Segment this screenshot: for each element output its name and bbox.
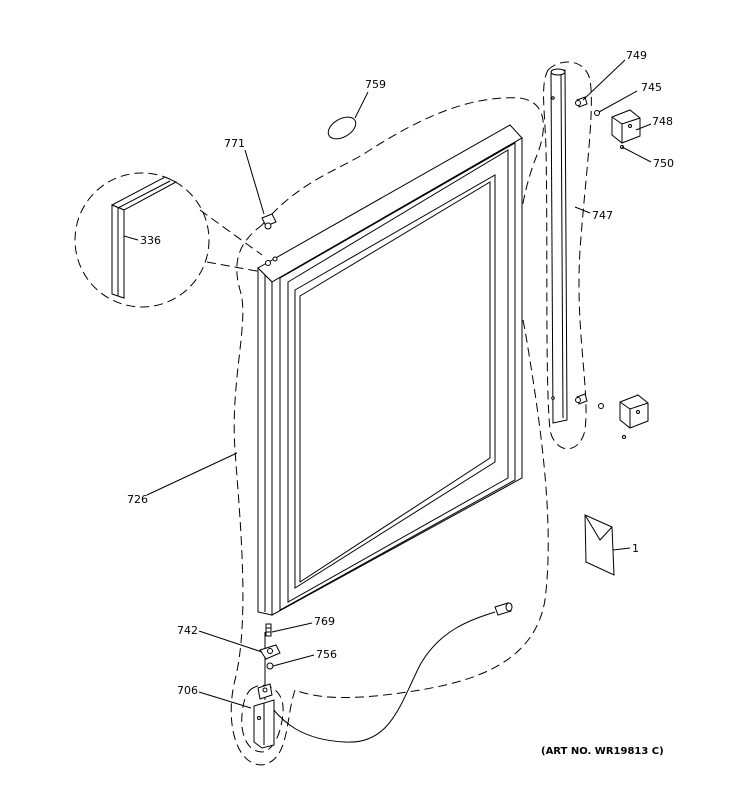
leader-742 xyxy=(198,630,263,653)
bolt-part xyxy=(261,213,277,230)
label-745: 745 xyxy=(641,81,662,94)
label-742: 742 xyxy=(177,624,198,637)
label-759: 759 xyxy=(365,78,386,91)
door-frame-part xyxy=(257,124,523,616)
cord-part xyxy=(271,611,496,743)
leader-336 xyxy=(123,235,139,241)
leader-771 xyxy=(244,149,265,215)
hinge-part-742 xyxy=(259,644,281,660)
bottom-nut-part xyxy=(598,403,604,409)
handle-assembly-boundary xyxy=(543,61,592,450)
label-748: 748 xyxy=(652,115,673,128)
top-bracket-part xyxy=(611,109,641,144)
art-number: (ART NO. WR19813 C) xyxy=(541,746,664,757)
top-stud-part xyxy=(575,96,588,108)
label-disc-part xyxy=(327,116,357,140)
leader-759 xyxy=(354,91,369,119)
label-756: 756 xyxy=(316,648,337,661)
label-749: 749 xyxy=(626,49,647,62)
bottom-screw-part xyxy=(622,435,626,439)
leader-745 xyxy=(598,90,638,113)
washer-part-756 xyxy=(266,662,274,670)
cord-plug-part xyxy=(494,602,513,616)
bottom-bracket-part xyxy=(619,394,649,429)
leader-749 xyxy=(582,59,626,101)
leader-726 xyxy=(146,452,238,496)
leader-748 xyxy=(635,123,652,131)
hinge-detail-boundary xyxy=(241,684,284,753)
leader-756 xyxy=(272,654,315,667)
leader-1 xyxy=(612,547,631,551)
gasket-corner-part xyxy=(110,176,178,299)
top-nut-part xyxy=(594,110,600,116)
label-771: 771 xyxy=(224,137,245,150)
label-336: 336 xyxy=(140,234,161,247)
leader-706 xyxy=(198,691,252,709)
door-assembly-boundary xyxy=(230,97,549,766)
pin-part-769 xyxy=(265,623,272,637)
gasket-detail-circle xyxy=(74,172,210,308)
leader-750 xyxy=(621,146,652,163)
label-706: 706 xyxy=(177,684,198,697)
label-769: 769 xyxy=(314,615,335,628)
gasket-detail-leader-top xyxy=(199,209,263,256)
instruction-booklet-part xyxy=(584,514,615,576)
label-750: 750 xyxy=(653,157,674,170)
label-747: 747 xyxy=(592,209,613,222)
label-1: 1 xyxy=(632,542,639,555)
bottom-stud-part xyxy=(575,393,588,405)
hinge-bracket-part-706 xyxy=(253,683,275,749)
leader-769 xyxy=(271,622,313,633)
gasket-detail-leader-bottom xyxy=(206,261,263,273)
handle-part xyxy=(550,68,568,424)
label-726: 726 xyxy=(127,493,148,506)
leader-747 xyxy=(574,206,591,214)
